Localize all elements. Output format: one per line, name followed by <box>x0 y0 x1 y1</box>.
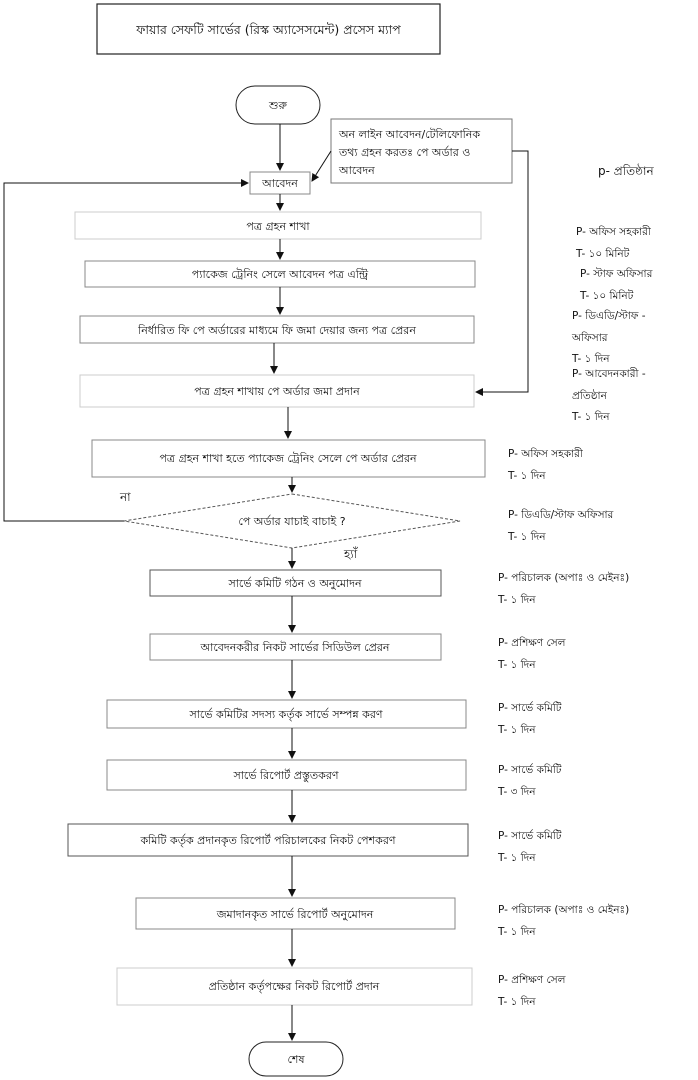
online-note-line-1: অন লাইন আবেদন/টেলিফোনিক <box>338 128 480 141</box>
step-label: প্যাকেজ ট্রেনিং সেলে আবেদন পত্র এন্ট্রি <box>192 268 369 281</box>
step-box <box>91 439 486 478</box>
annotation-7: P- প্রশিক্ষণ সেল T- ১ দিন <box>498 630 566 673</box>
annotation-person: P- আবেদনকারী - <box>572 368 646 380</box>
annotation-time: T- ১ দিন <box>572 411 610 424</box>
step-label: আবেদনকরীর নিকট সার্ভের সিডিউল প্রেরন <box>200 641 390 654</box>
annotation-person-cont: প্রতিষ্ঠান <box>572 389 607 402</box>
legend: p- প্রতিষ্ঠান <box>598 164 654 178</box>
step-label: জমাদানকৃত সার্ভে রিপোর্ট অনুমোদন <box>216 908 374 921</box>
annotation-0: P- অফিস সহকারী T- ১০ মিনিট <box>576 219 651 262</box>
annotation-person: P- প্রশিক্ষণ সেল <box>498 637 566 649</box>
annotation-person: P- অফিস সহকারী <box>576 226 651 238</box>
step-box <box>79 315 475 344</box>
annotation-time: T- ৩ দিন <box>498 785 536 798</box>
annotation-2: P- ডিএডি/স্টাফ - অফিসার T- ১ দিন <box>572 303 646 368</box>
annotation-person: P- সার্ভে কমিটি <box>498 830 562 842</box>
annotation-time: T- ১ দিন <box>498 995 536 1008</box>
connectors <box>3 124 529 1041</box>
step-label: নির্ধারিত ফি পে অর্ডারের মাধ্যমে ফি জমা … <box>137 324 416 337</box>
annotation-time: T- ১ দিন <box>508 530 546 543</box>
annotation-time: T- ১০ মিনিট <box>576 247 630 260</box>
decision-label: পে অর্ডার যাচাই বাচাই ? <box>238 515 345 528</box>
annotation-time: T- ১০ মিনিট <box>580 289 634 302</box>
annotation-person: P- পরিচালক (অপাঃ ও মেইনঃ) <box>498 572 630 584</box>
step-box <box>116 967 473 1006</box>
annotation-time: T- ১ দিন <box>572 353 610 366</box>
step-box <box>106 699 467 729</box>
annotation-time: T- ১ দিন <box>498 723 536 736</box>
annotation-6: P- পরিচালক (অপাঃ ও মেইনঃ) T- ১ দিন <box>498 565 629 608</box>
annotation-person: P- স্টাফ অফিসার <box>580 268 653 280</box>
annotation-10: P- সার্ভে কমিটি T- ১ দিন <box>498 823 562 866</box>
annotation-time: T- ১ দিন <box>498 851 536 864</box>
step-label: প্রতিষ্ঠান কর্তৃপক্ষের নিকট রিপোর্ট প্রদ… <box>209 980 380 993</box>
annotation-person: P- প্রশিক্ষণ সেল <box>498 974 566 986</box>
step-label: পত্র গ্রহন শাখায় পে অর্ডার জমা প্রদান <box>194 385 360 398</box>
step-box <box>135 897 456 930</box>
step-label: পত্র গ্রহন শাখা হতে প্যাকেজ ট্রেনিং সেলে… <box>159 452 417 465</box>
no-label: না <box>120 490 131 504</box>
annotation-1: P- স্টাফ অফিসার T- ১০ মিনিট <box>580 261 652 304</box>
start-label: শুরু <box>268 99 287 112</box>
step-label: আবেদন <box>261 177 298 190</box>
title-box <box>96 3 441 55</box>
annotation-person: P- ডিএডি/স্টাফ - <box>572 310 646 322</box>
step-label: সার্ভে কমিটি গঠন ও অনুমোদন <box>227 577 361 590</box>
annotation-5: P- ডিএডি/স্টাফ অফিসার T- ১ দিন <box>508 502 613 545</box>
step-label: সার্ভে কমিটির সদস্য কর্তৃক সার্ভে সম্পন্… <box>188 708 382 721</box>
annotation-person: P- অফিস সহকারী <box>508 448 583 460</box>
arrow <box>475 150 529 396</box>
step-box <box>84 260 476 288</box>
annotation-person-cont: অফিসার <box>572 331 608 344</box>
end-label: শেষ <box>287 1053 305 1066</box>
end-terminal <box>248 1041 344 1077</box>
annotation-time: T- ১ দিন <box>498 658 536 671</box>
arrow <box>311 150 332 182</box>
step-box <box>74 211 482 240</box>
annotation-time: T- ১ দিন <box>498 593 536 606</box>
annotation-person: P- সার্ভে কমিটি <box>498 764 562 776</box>
step-label: কমিটি কর্তৃক প্রদানকৃত রিপোর্ট পরিচালকের… <box>139 834 395 847</box>
annotation-person: P- সার্ভে কমিটি <box>498 702 562 714</box>
annotation-12: P- প্রশিক্ষণ সেল T- ১ দিন <box>498 967 566 1010</box>
annotation-person: P- পরিচালক (অপাঃ ও মেইনঃ) <box>498 904 630 916</box>
annotation-person: P- ডিএডি/স্টাফ অফিসার <box>508 509 614 521</box>
annotation-9: P- সার্ভে কমিটি T- ৩ দিন <box>498 757 562 800</box>
step-box <box>79 374 475 408</box>
annotation-11: P- পরিচালক (অপাঃ ও মেইনঃ) T- ১ দিন <box>498 897 629 940</box>
diagram-title: ফায়ার সেফটি সার্ভের (রিস্ক অ্যাসেসমেন্ট… <box>135 22 401 37</box>
step-box <box>67 823 469 857</box>
step-box <box>106 759 467 791</box>
start-terminal <box>235 85 321 125</box>
annotation-time: T- ১ দিন <box>508 469 546 482</box>
annotation-time: T- ১ দিন <box>498 925 536 938</box>
annotation-3: P- আবেদনকারী - প্রতিষ্ঠান T- ১ দিন <box>572 361 646 426</box>
yes-label: হ্যাঁ <box>344 547 358 561</box>
no-loop-arrow <box>3 179 249 522</box>
annotation-8: P- সার্ভে কমিটি T- ১ দিন <box>498 695 562 738</box>
online-note-line-3: আবেদন <box>338 164 375 177</box>
step-box <box>149 633 442 661</box>
step-label: পত্র গ্রহন শাখা <box>246 220 310 233</box>
step-label: সার্ভে রিপোর্ট প্রস্তুতকরণ <box>232 769 338 782</box>
online-note-line-2: তথ্য গ্রহন করতঃ পে অর্ডার ও <box>338 146 470 159</box>
annotation-4: P- অফিস সহকারী T- ১ দিন <box>508 441 583 484</box>
step-box <box>149 569 442 597</box>
